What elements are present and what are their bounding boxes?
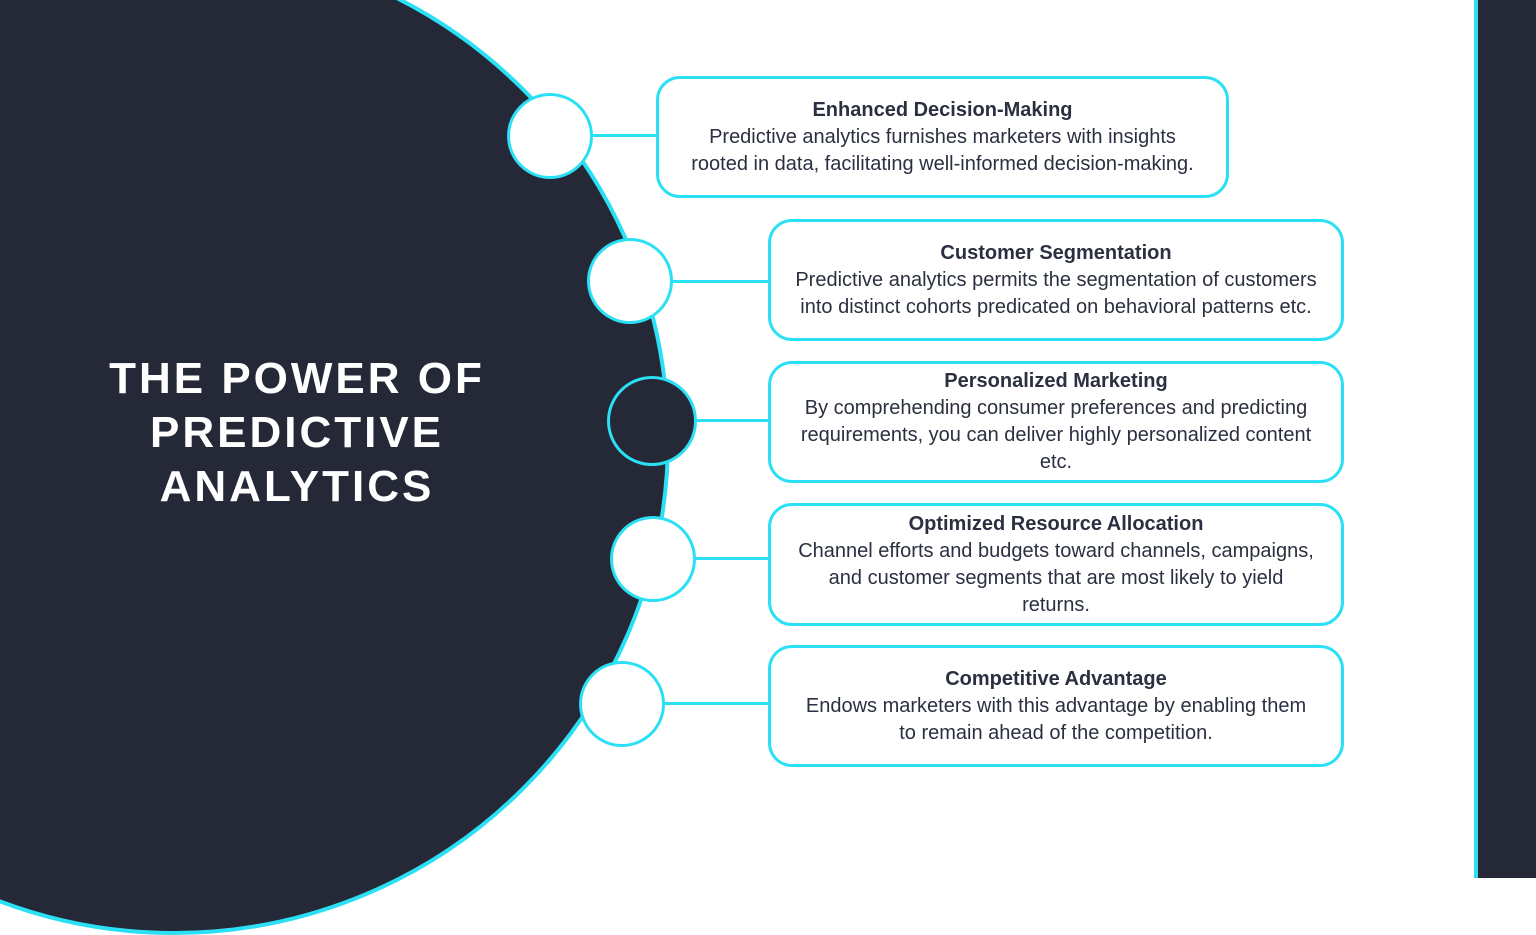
node-circle-2 [587,238,673,324]
connector-line-2 [666,280,768,283]
callout-optimized-resource-allocation: Optimized Resource Allocation Channel ef… [768,503,1344,626]
callout-title: Personalized Marketing [944,370,1168,392]
connector-line-3 [690,419,768,422]
callout-enhanced-decision-making: Enhanced Decision-Making Predictive anal… [656,76,1229,198]
page-title-line-3: ANALYTICS [159,462,435,511]
page-title-line-2: PREDICTIVE [149,408,445,457]
callout-title: Customer Segmentation [940,241,1172,264]
callout-body: Predictive analytics furnishes marketers… [691,125,1194,175]
callout-competitive-advantage: Competitive Advantage Endows marketers w… [768,645,1344,767]
callout-body: Predictive analytics permits the segment… [795,268,1317,318]
node-circle-4 [610,516,696,602]
connector-line-5 [660,702,768,705]
page-title: THE POWER OF PREDICTIVE ANALYTICS [77,352,517,514]
callout-body: Endows marketers with this advantage by … [805,694,1307,744]
connector-line-1 [588,134,658,137]
node-circle-1 [507,93,593,179]
page-title-line-1: THE POWER OF [109,354,485,403]
callout-title: Enhanced Decision-Making [812,98,1073,121]
connector-line-4 [690,557,768,560]
callout-title: Competitive Advantage [945,667,1167,690]
callout-title: Optimized Resource Allocation [908,512,1204,535]
callout-body: By comprehending consumer preferences an… [800,397,1312,473]
right-edge-band [1474,0,1536,878]
callout-body: Channel efforts and budgets toward chann… [798,539,1314,616]
callout-customer-segmentation: Customer Segmentation Predictive analyti… [768,219,1344,341]
callout-personalized-marketing: Personalized Marketing By comprehending … [768,361,1344,483]
node-circle-5 [579,661,665,747]
node-circle-3-dark [607,376,697,466]
